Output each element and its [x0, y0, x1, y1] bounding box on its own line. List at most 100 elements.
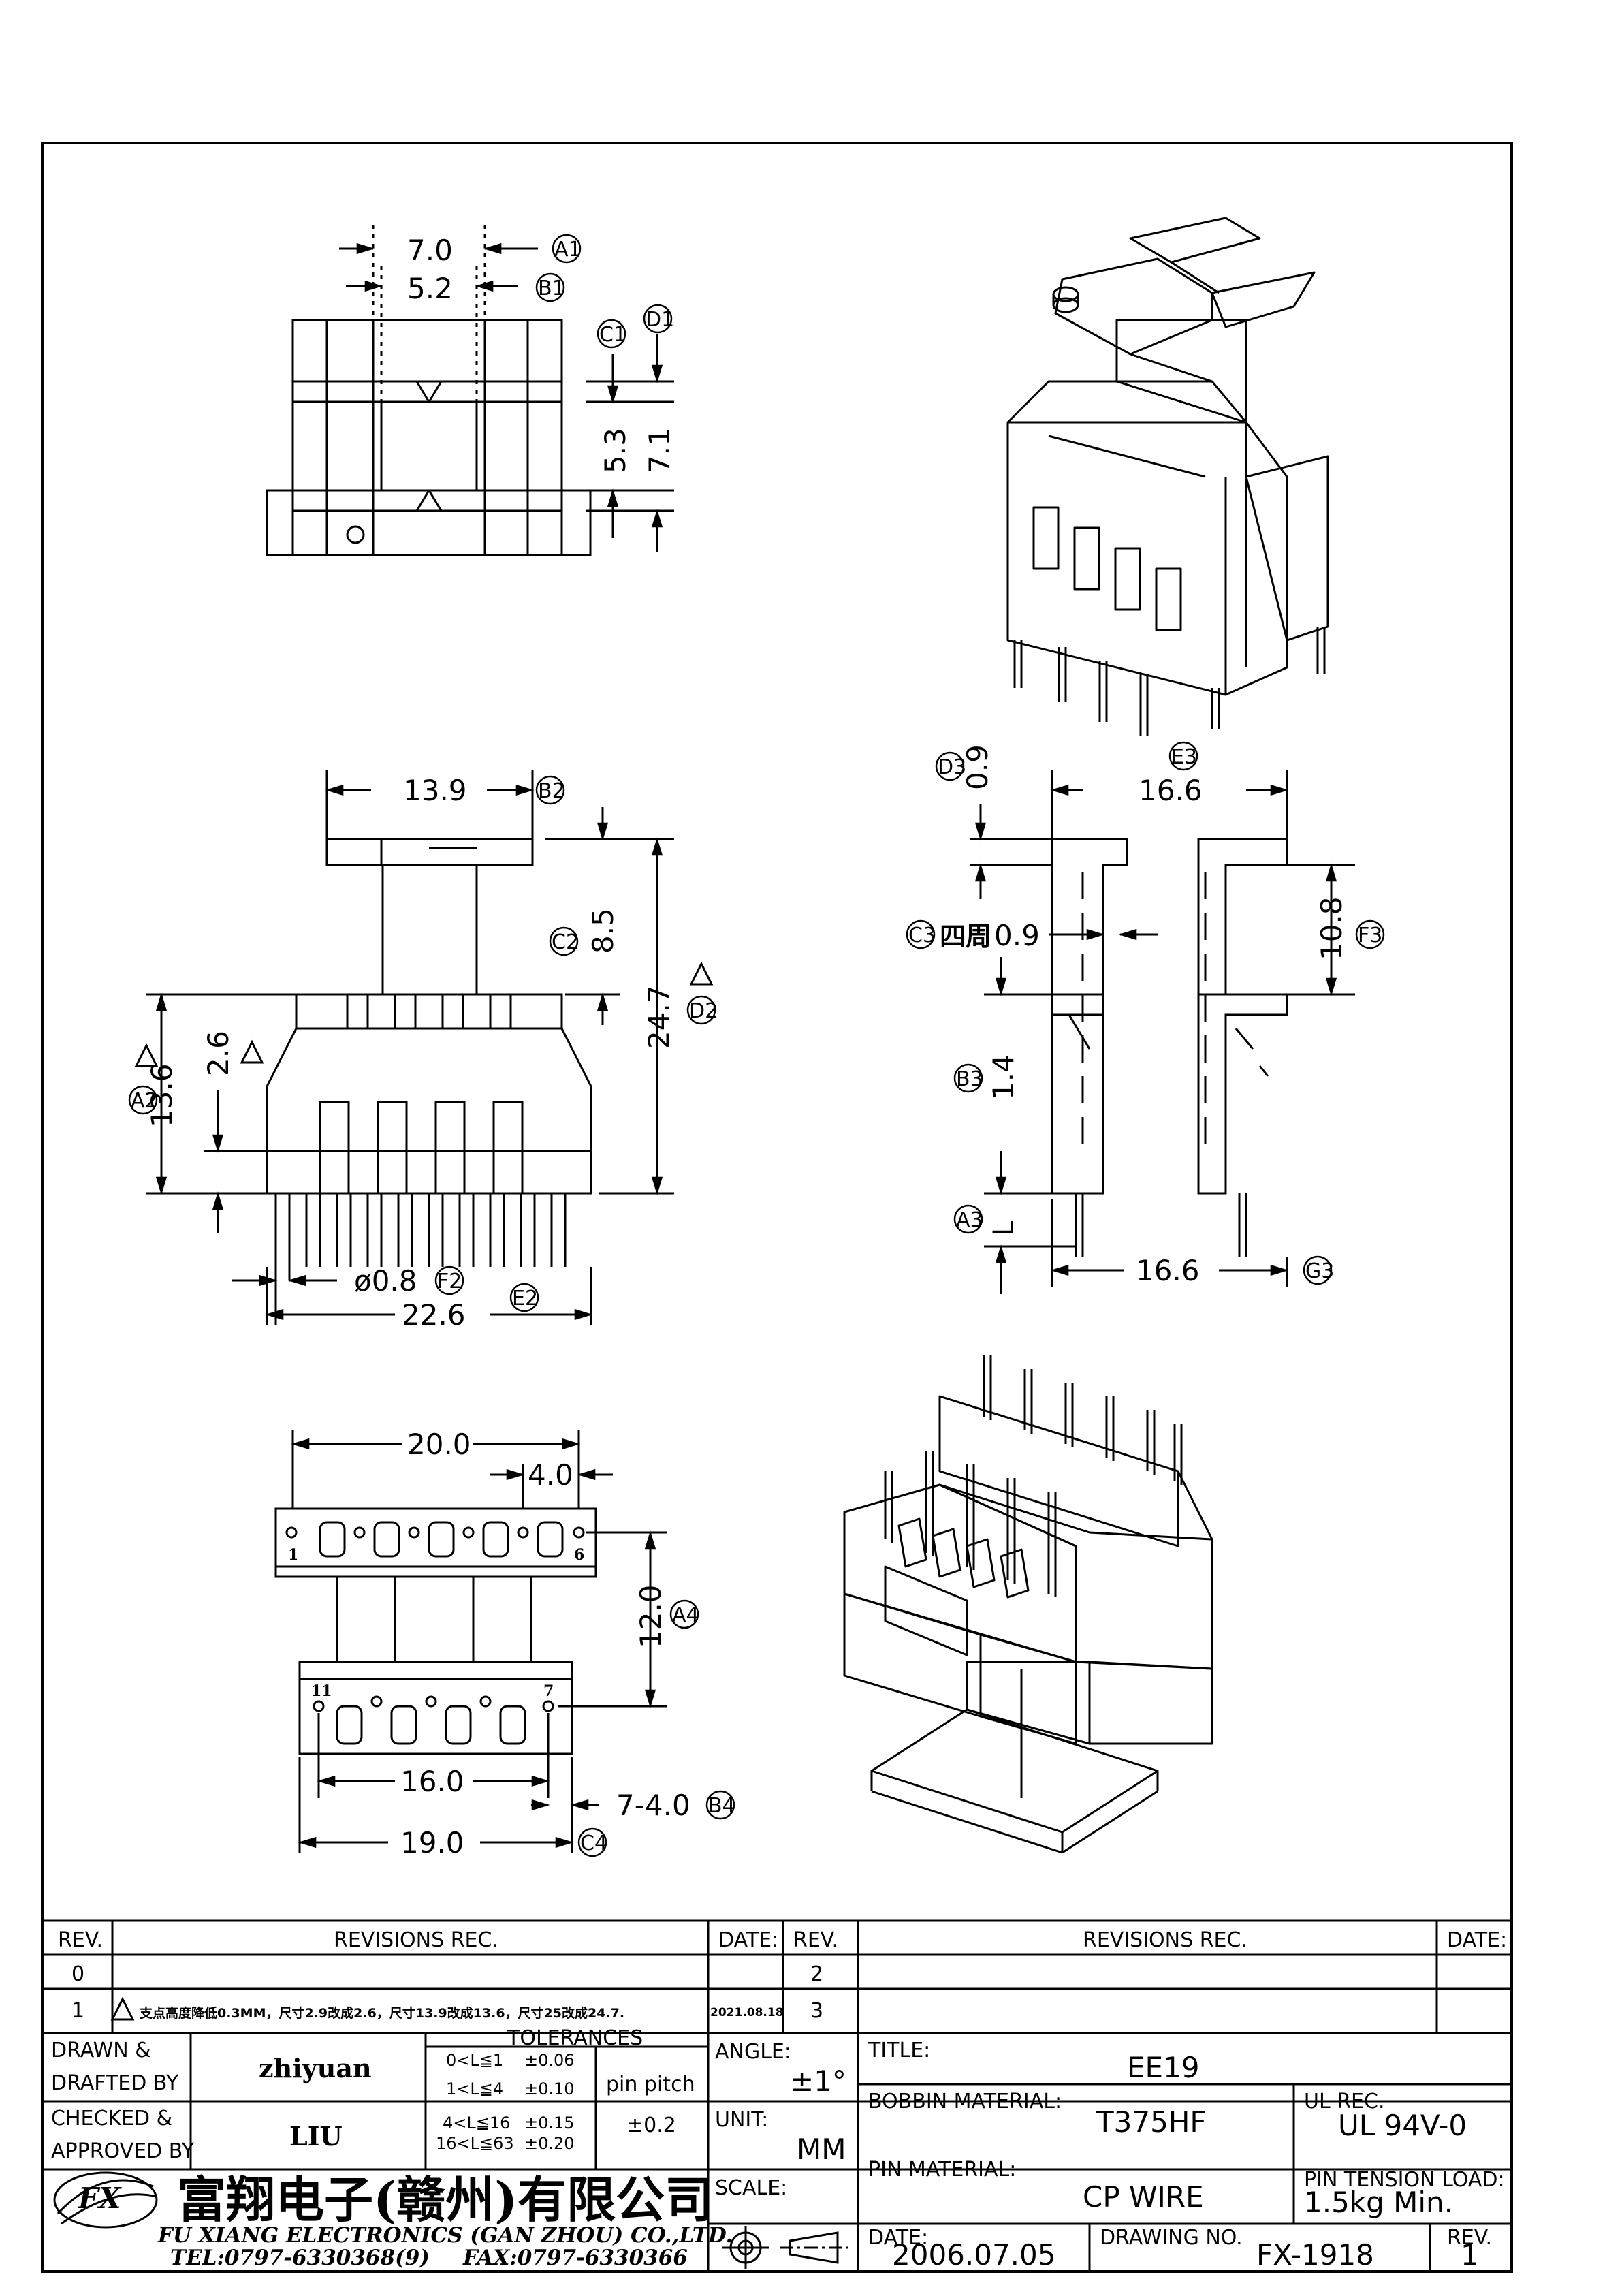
tag-c3: C3 [906, 919, 936, 949]
drawing-no-value: FX-1918 [1256, 2238, 1374, 2271]
title-label: TITLE: [868, 2039, 930, 2062]
tag-f3: F3 [1355, 919, 1385, 949]
tag-d2: D2 [686, 995, 718, 1025]
dim-front-width: 13.9 [403, 774, 467, 807]
tag-b2: B2 [535, 775, 565, 805]
tension-label: PIN TENSION LOAD: [1304, 2168, 1505, 2192]
tolerances-header: TOLERANCES [507, 2026, 643, 2050]
rev-header: REV. [58, 1928, 103, 1952]
bottom-view [274, 1430, 667, 1853]
tag-a2: A2 [128, 1085, 158, 1115]
drawn-label-2: DRAFTED BY [51, 2071, 179, 2095]
pin-label-7: 7 [543, 1682, 554, 1700]
svg-text:A2: A2 [131, 1089, 158, 1113]
svg-text:C3: C3 [908, 924, 936, 947]
dim-side-wall: 0.9 [994, 919, 1040, 952]
svg-text:D1: D1 [646, 308, 674, 332]
isometric-view-top [1006, 217, 1329, 736]
scale-label: SCALE: [715, 2176, 787, 2200]
svg-text:C2: C2 [552, 930, 579, 954]
tol-range-3: 16<L≦63 [436, 2134, 514, 2153]
front-view [134, 770, 714, 1325]
dim-front-left-height: 13.6 [145, 1063, 178, 1127]
svg-text:E2: E2 [512, 1287, 538, 1310]
pin-label-11: 11 [311, 1682, 332, 1700]
sheet-border [41, 142, 1513, 2273]
tension-value: 1.5kg Min. [1304, 2186, 1453, 2219]
dim-side-lower: 1.4 [987, 1054, 1020, 1100]
logo-text: FX [78, 2182, 122, 2215]
side-view [970, 770, 1355, 1294]
dim-top-inner: 5.2 [407, 272, 453, 305]
row-0-rev: 0 [71, 1962, 84, 1986]
tol-range-0: 0<L≦1 [446, 2051, 503, 2070]
dim-bottom-inner: 16.0 [400, 1765, 464, 1798]
isometric-view-bottom [843, 1355, 1213, 1854]
svg-text:G3: G3 [1305, 1259, 1334, 1283]
tag-d1: D1 [643, 304, 674, 334]
dim-bottom-slot: 7-4.0 [616, 1789, 690, 1822]
tol-range-2: 4<L≦16 [443, 2113, 510, 2133]
dim-bottom-width: 20.0 [407, 1428, 471, 1461]
row-1-rev: 1 [71, 1999, 84, 2023]
tag-c1: C1 [597, 319, 626, 349]
ul-value: UL 94V-0 [1338, 2109, 1467, 2142]
tag-g3: G3 [1303, 1255, 1334, 1285]
svg-text:F3: F3 [1358, 924, 1382, 947]
svg-text:A4: A4 [672, 1603, 699, 1627]
row-1-rev2: 3 [810, 1999, 823, 2023]
tag-b1: B1 [535, 272, 565, 302]
ul-label: UL REC. [1304, 2090, 1385, 2113]
svg-text:D3: D3 [938, 755, 966, 779]
dim-front-pin-dia: ø0.8 [354, 1264, 417, 1298]
dim-top-width: 7.0 [407, 234, 453, 267]
rev-header-2: REV. [793, 1928, 838, 1952]
revisions-header-2: REVISIONS REC. [1083, 1928, 1247, 1952]
tol-value-0: ±0.06 [524, 2051, 575, 2070]
company-logo [53, 2171, 158, 2229]
company-fax: FAX:0797-6330366 [462, 2246, 688, 2270]
angle-label: ANGLE: [715, 2040, 791, 2064]
date-header: DATE: [718, 1928, 778, 1952]
title-block [42, 1919, 1512, 2271]
company-name-en: FU XIANG ELECTRONICS (GAN ZHOU) CO.,LTD. [157, 2223, 733, 2248]
dim-bottom-outer: 19.0 [400, 1826, 464, 1859]
tag-c4: C4 [577, 1827, 607, 1857]
tag-e2: E2 [509, 1283, 539, 1312]
tol-value-3: ±0.20 [524, 2134, 575, 2153]
dim-side-pin-span: 16.6 [1136, 1254, 1200, 1287]
top-view [266, 225, 674, 556]
tag-d3: D3 [935, 751, 966, 781]
pin-pitch-label: pin pitch [606, 2073, 695, 2096]
svg-text:B2: B2 [538, 779, 565, 803]
dim-side-flange-thickness: 0.9 [961, 744, 994, 790]
svg-text:A1: A1 [554, 238, 582, 262]
date-value: 2006.07.05 [892, 2238, 1055, 2271]
tag-c2: C2 [549, 926, 579, 956]
dim-top-depth: 7.1 [643, 428, 676, 473]
dim-front-height: 24.7 [642, 985, 675, 1049]
svg-text:C4: C4 [580, 1831, 607, 1855]
dim-front-upper: 8.5 [586, 908, 620, 954]
pin-label-1: 1 [288, 1546, 298, 1564]
date-label: DATE: [868, 2226, 928, 2250]
row-0-rev2: 2 [810, 1962, 823, 1986]
unit-label: UNIT: [715, 2108, 768, 2132]
tag-a1: A1 [552, 234, 582, 264]
pin-label-6: 6 [574, 1546, 584, 1564]
drawing-no-label: DRAWING NO. [1100, 2226, 1243, 2250]
dim-top-hole: 5.3 [599, 428, 632, 473]
svg-text:D2: D2 [689, 999, 718, 1023]
tol-value-2: ±0.15 [524, 2113, 575, 2133]
bobbin-label: BOBBIN MATERIAL: [868, 2090, 1062, 2113]
row-1-date: 2021.08.18 [710, 2006, 784, 2019]
dim-bottom-row: 12.0 [634, 1584, 667, 1648]
row-1-text: 支点高度降低0.3MM，尺寸2.9改成2.6，尺寸13.9改成13.6，尺寸25… [139, 2005, 624, 2021]
dim-side-wall-label: 四周 [940, 922, 991, 952]
dim-side-pin-length: L [987, 1220, 1020, 1236]
unit-value: MM [797, 2133, 846, 2166]
drawn-label-1: DRAWN & [51, 2039, 151, 2062]
date-header-2: DATE: [1447, 1928, 1507, 1952]
tag-f2: F2 [434, 1265, 464, 1295]
svg-text:B1: B1 [538, 277, 565, 300]
